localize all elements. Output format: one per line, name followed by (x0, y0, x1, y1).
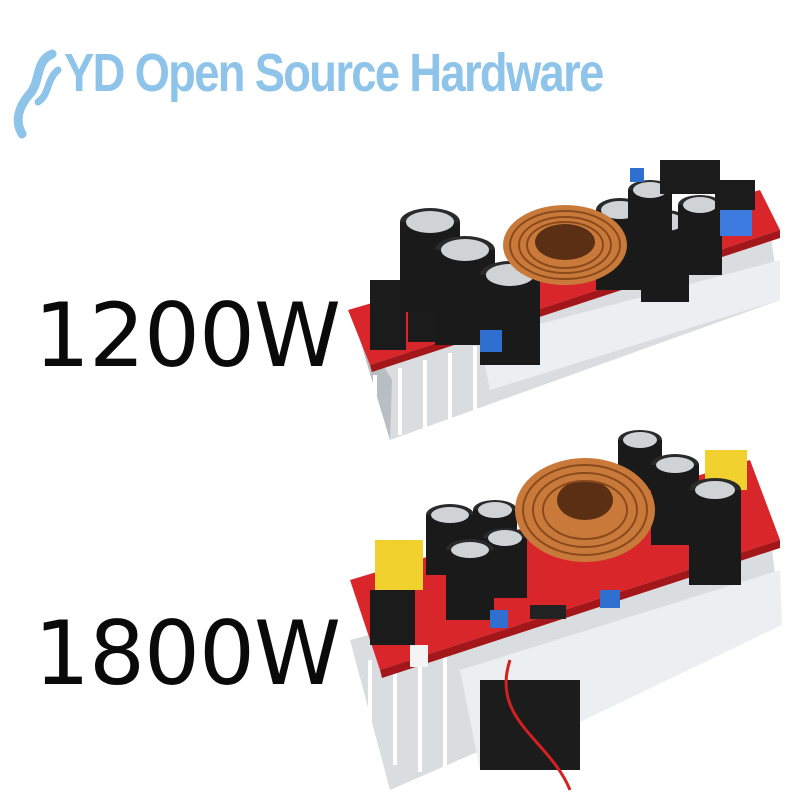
wave-logo-icon (13, 49, 62, 139)
capacitor-group (400, 180, 722, 365)
board-1200w-illustration (348, 160, 780, 440)
product-label-1200w: 1200W (34, 284, 341, 387)
board-1800w-illustration (350, 430, 782, 791)
watermark-logo: YD Open Source Hardware (12, 40, 604, 150)
watermark-text: YD Open Source Hardware (64, 43, 604, 103)
inductor (503, 205, 627, 285)
converter-board-1200w (330, 150, 800, 450)
converter-board-1800w (330, 420, 800, 800)
product-label-1800w: 1800W (34, 602, 341, 705)
